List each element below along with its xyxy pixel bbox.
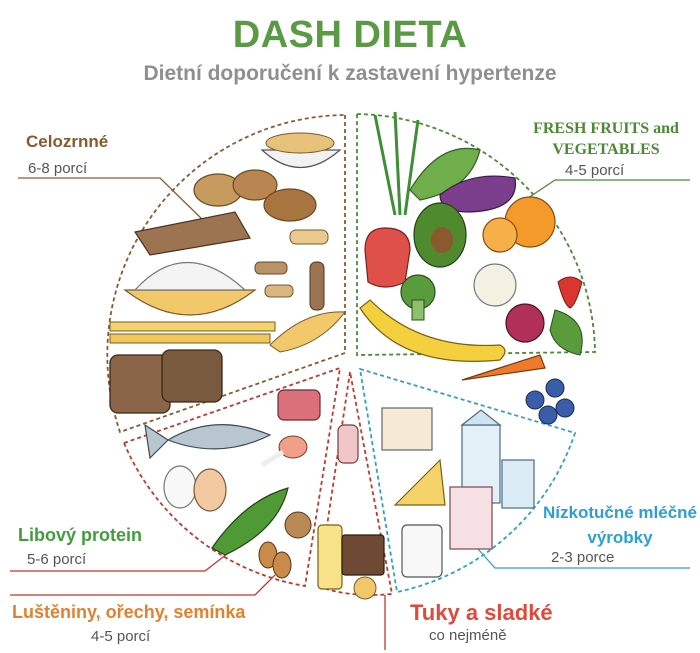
crispbread-icon <box>134 211 251 256</box>
egg-icon <box>163 465 227 512</box>
beet-icon <box>505 303 545 343</box>
protein-servings: 5-6 porcí <box>27 551 87 568</box>
kale-leaf-icon <box>549 309 583 356</box>
strawberry-icon <box>557 276 583 309</box>
fruits-servings: 4-5 porcí <box>565 162 625 179</box>
rice-bowl-icon <box>123 261 257 316</box>
cauliflower-icon <box>473 263 517 307</box>
avocado-icon <box>413 202 467 268</box>
fruits-label: FRESH FRUITS and VEGETABLES <box>533 120 679 158</box>
pasta-icon <box>254 229 329 311</box>
page-subtitle: Dietní doporučení k zastavení hypertenze <box>143 62 557 85</box>
chips-bowl-icon <box>260 132 342 169</box>
grains-leader-line <box>18 177 206 223</box>
kale-icon <box>409 147 481 201</box>
meat-icon <box>277 389 321 421</box>
potato-icon <box>193 169 317 222</box>
milk-glass-pink-icon <box>449 486 493 550</box>
walnut-icon <box>284 511 312 539</box>
banana-icon <box>359 299 506 362</box>
chocolate-icon <box>341 534 385 576</box>
bell-pepper-icon <box>364 227 411 288</box>
orange-icon <box>482 196 556 253</box>
page-title: DASH DIETA <box>232 14 468 56</box>
breadstick-icon <box>109 311 346 353</box>
dairy-servings: 2-3 porce <box>551 549 615 566</box>
bread-slice-icon <box>109 349 223 414</box>
legumes-servings: 4-5 porcí <box>91 628 151 645</box>
legumes-label: Luštěniny, ořechy, semínka <box>12 602 246 622</box>
yogurt-icon <box>381 407 433 451</box>
spring-onion-icon <box>373 111 420 216</box>
almond-icon <box>258 541 292 579</box>
broccoli-icon <box>400 274 436 321</box>
fish-icon <box>144 423 272 460</box>
chicken-leg-icon <box>260 435 308 468</box>
cookie-icon <box>353 576 377 600</box>
candy-icon <box>337 424 359 464</box>
grains-segment-outline <box>106 114 346 434</box>
dairy-label: Nízkotučné mléčné výrobky <box>543 503 697 547</box>
cheese-icon <box>393 458 446 506</box>
blueberry-icon <box>525 378 575 425</box>
oil-bottle-icon <box>317 524 343 590</box>
pea-pod-icon <box>211 487 289 556</box>
protein-label: Libový protein <box>18 525 143 545</box>
milk-glass-icon <box>501 459 535 509</box>
milk-jar-icon <box>401 524 443 578</box>
protein-segment-outline <box>122 366 342 588</box>
carrot-icon <box>461 354 546 381</box>
dairy-segment-outline <box>358 367 577 594</box>
grains-label: Celozrnné <box>26 132 109 151</box>
legumes-leader-line <box>10 574 276 596</box>
fats-label: Tuky a sladké <box>410 600 553 625</box>
grains-servings: 6-8 porcí <box>28 160 88 177</box>
fats-servings: co nejméně <box>429 627 507 644</box>
